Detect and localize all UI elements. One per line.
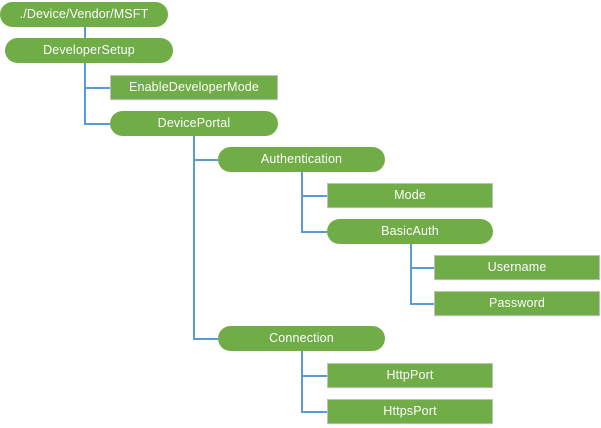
tree-node-root[interactable]: ./Device/Vendor/MSFT — [0, 2, 168, 27]
tree-node-developersetup[interactable]: DeveloperSetup — [5, 38, 173, 63]
tree-node-label: Connection — [269, 331, 334, 346]
connector-authentication-to-mode — [301, 195, 327, 197]
connector-deviceportal-trunk — [193, 136, 195, 339]
connector-deviceportal-to-connection — [193, 338, 218, 340]
connector-developersetup-to-deviceportal — [84, 123, 110, 125]
connector-authentication-trunk — [301, 172, 303, 232]
tree-node-label: HttpPort — [386, 368, 434, 383]
connector-connection-to-httpport — [301, 375, 327, 377]
connector-authentication-to-basicauth — [301, 231, 327, 233]
tree-node-label: HttpsPort — [383, 404, 437, 419]
connector-connection-to-httpsport — [301, 411, 327, 413]
tree-node-label: BasicAuth — [381, 224, 439, 239]
connector-deviceportal-to-authentication — [193, 159, 218, 161]
tree-node-httpport[interactable]: HttpPort — [327, 363, 493, 389]
tree-node-label: ./Device/Vendor/MSFT — [19, 7, 149, 22]
tree-node-password[interactable]: Password — [434, 291, 600, 317]
tree-node-httpsport[interactable]: HttpsPort — [327, 399, 493, 425]
tree-node-label: Mode — [394, 188, 426, 203]
tree-node-authentication[interactable]: Authentication — [218, 147, 385, 172]
tree-node-label: DevicePortal — [157, 116, 231, 131]
connector-basicauth-to-username — [410, 267, 434, 269]
tree-node-label: Authentication — [260, 152, 343, 167]
tree-node-username[interactable]: Username — [434, 255, 600, 281]
tree-node-deviceportal[interactable]: DevicePortal — [110, 111, 278, 136]
tree-node-label: EnableDeveloperMode — [128, 80, 260, 95]
connector-connection-trunk — [301, 351, 303, 411]
connector-basicauth-to-password — [410, 303, 434, 305]
tree-node-label: Username — [487, 260, 547, 275]
tree-node-basicauth[interactable]: BasicAuth — [327, 219, 493, 244]
connector-developersetup-trunk — [84, 63, 86, 124]
connector-root-to-developersetup — [84, 27, 86, 38]
connector-basicauth-trunk — [410, 244, 412, 304]
connector-developersetup-to-enabledevelopermode — [84, 87, 110, 89]
tree-node-connection[interactable]: Connection — [218, 326, 385, 351]
tree-node-enabledevelopermode[interactable]: EnableDeveloperMode — [110, 75, 278, 101]
tree-node-label: DeveloperSetup — [43, 43, 135, 58]
tree-node-label: Password — [488, 296, 546, 311]
tree-node-mode[interactable]: Mode — [327, 183, 493, 209]
